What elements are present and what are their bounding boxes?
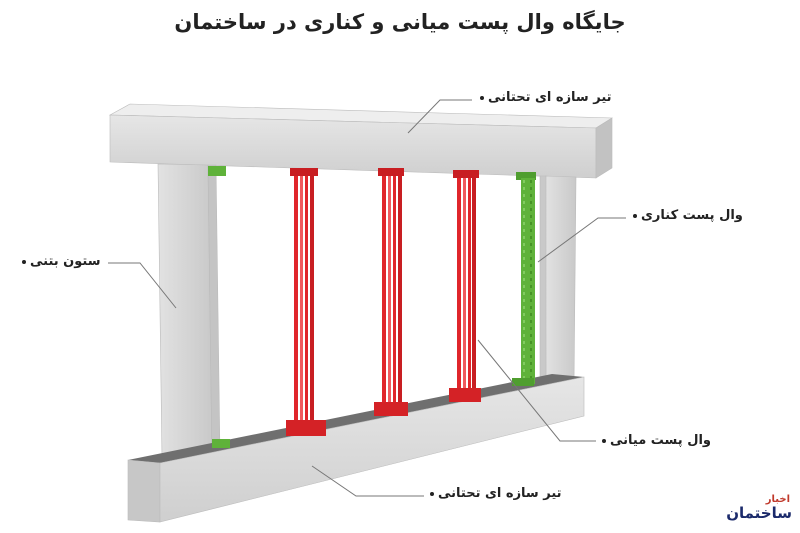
middle-post-3: [449, 170, 481, 402]
left-column: [157, 163, 221, 463]
middle-post-2: [374, 168, 408, 416]
bottom-beam-label: تیر سازه ای تحتانی: [426, 486, 562, 501]
top-beam: [108, 103, 613, 179]
top-beam-label: تیر سازه ای تحتانی: [476, 90, 612, 105]
bullet-icon: [22, 259, 26, 264]
concrete-column-label: ستون بتنی: [18, 254, 101, 269]
right-column: [539, 175, 577, 391]
diagram-title: جایگاه وال پست میانی و کناری در ساختمان: [174, 10, 626, 34]
side-post-clips: [208, 166, 230, 448]
bullet-icon: [480, 95, 484, 100]
site-logo: اخبار ساختمان: [726, 494, 792, 522]
bullet-icon: [633, 213, 637, 218]
leader-lines: [108, 99, 626, 497]
bullet-icon: [430, 491, 434, 496]
middle-post-1: [286, 168, 326, 436]
side-post: [512, 172, 536, 386]
bullet-icon: [602, 438, 606, 443]
middle-post-label: وال پست میانی: [598, 433, 711, 448]
side-post-label: وال پست کناری: [629, 208, 743, 223]
